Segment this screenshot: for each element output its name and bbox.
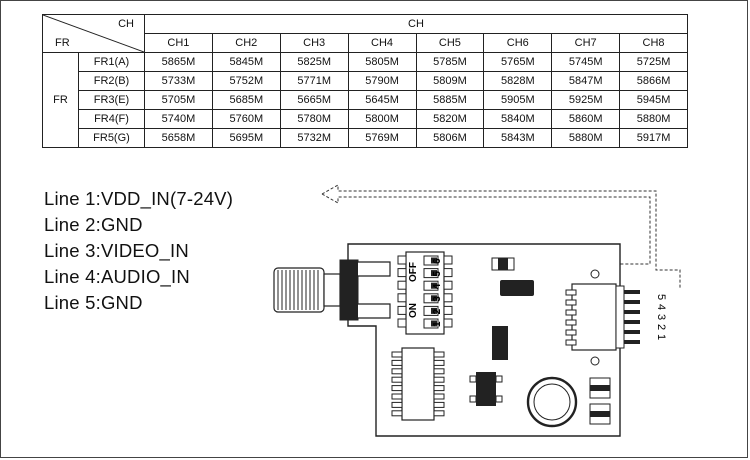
dip-number: 1 [432, 321, 443, 327]
line-2-label: Line 2:GND [44, 214, 143, 235]
channel-header-4: CH4 [347, 33, 417, 53]
frequency-cell: 5925M [551, 90, 621, 110]
frequency-cell: 5771M [279, 71, 349, 91]
frequency-cell: 5658M [144, 128, 213, 148]
mounting-hole-bottom [590, 356, 600, 366]
frequency-cell: 5805M [347, 52, 417, 72]
line-5-label: Line 5:GND [44, 292, 143, 313]
frequency-cell: 5880M [619, 109, 688, 129]
frequency-cell: 5880M [551, 128, 621, 148]
frequency-cell: 5820M [415, 109, 485, 129]
smd-diodes [589, 377, 611, 425]
band-label: FR4(F) [78, 109, 145, 129]
dip-number: 4 [432, 283, 443, 289]
dip-number: 5 [432, 271, 443, 277]
channel-header-2: CH2 [211, 33, 281, 53]
ic-chip [391, 347, 445, 421]
frequency-cell: 5685M [211, 90, 281, 110]
band-label: FR2(B) [78, 71, 145, 91]
antenna-connector [273, 259, 391, 321]
frequency-cell: 5780M [279, 109, 349, 129]
dip-number: 3 [432, 296, 443, 302]
frequency-cell: 5866M [619, 71, 688, 91]
frequency-cell: 5809M [415, 71, 485, 91]
channel-header-3: CH3 [279, 33, 349, 53]
frequency-cell: 5945M [619, 90, 688, 110]
frequency-cell: 5885M [415, 90, 485, 110]
frequency-cell: 5860M [551, 109, 621, 129]
dip-off-label: OFF [408, 262, 419, 282]
frequency-cell: 5790M [347, 71, 417, 91]
channel-header-6: CH6 [483, 33, 553, 53]
transistor [469, 372, 503, 406]
frequency-cell: 5785M [415, 52, 485, 72]
connector-pin-number: 2 [655, 324, 667, 330]
pin-header: 5 4 3 2 1 [565, 283, 667, 351]
frequency-cell: 5732M [279, 128, 349, 148]
frequency-cell: 5760M [211, 109, 281, 129]
frequency-cell: 5865M [144, 52, 213, 72]
channel-header-8: CH8 [619, 33, 688, 53]
frequency-cell: 5725M [619, 52, 688, 72]
fr-row-header: FR [42, 52, 79, 148]
frequency-cell: 5765M [483, 52, 553, 72]
frequency-cell: 5645M [347, 90, 417, 110]
frequency-cell: 5752M [211, 71, 281, 91]
connector-pin-number: 5 [655, 294, 667, 300]
dip-number: 2 [432, 308, 443, 314]
channel-header-5: CH5 [415, 33, 485, 53]
channel-header-7: CH7 [551, 33, 621, 53]
connector-knurl [277, 270, 319, 310]
mounting-hole-top [590, 269, 600, 279]
corner-diagonal [43, 15, 144, 52]
channel-header-1: CH1 [144, 33, 213, 53]
frequency-cell: 5665M [279, 90, 349, 110]
corner-ch-label: CH [118, 18, 134, 30]
frequency-cell: 5840M [483, 109, 553, 129]
frequency-cell: 5745M [551, 52, 621, 72]
frequency-cell: 5828M [483, 71, 553, 91]
line-3-label: Line 3:VIDEO_IN [44, 240, 189, 261]
crystal-oscillator [526, 376, 578, 428]
connector-pin-number: 3 [655, 314, 667, 320]
frequency-cell: 5917M [619, 128, 688, 148]
frequency-cell: 5847M [551, 71, 621, 91]
frequency-cell: 5740M [144, 109, 213, 129]
band-label: FR3(E) [78, 90, 145, 110]
frequency-cell: 5845M [211, 52, 281, 72]
connector-pin-number: 4 [655, 304, 667, 310]
line-1-label: Line 1:VDD_IN(7-24V) [44, 188, 234, 209]
line-legend: Line 1:VDD_IN(7-24V) Line 2:GND Line 3:V… [44, 186, 233, 316]
dip-on-label: ON [408, 303, 419, 318]
smd-capacitor [492, 326, 508, 360]
connector-pin-number: 1 [655, 334, 667, 340]
frequency-cell: 5733M [144, 71, 213, 91]
band-label: FR1(A) [78, 52, 145, 72]
frequency-cell: 5825M [279, 52, 349, 72]
frequency-cell: 5800M [347, 109, 417, 129]
smd-inductor [500, 280, 534, 296]
dip-switch: OFF ON 6 5 4 3 2 1 [397, 251, 453, 335]
band-label: FR5(G) [78, 128, 145, 148]
table-header-row: CH FR CH [42, 14, 688, 53]
dip-number: 6 [432, 258, 443, 264]
ch-group-header: CH [144, 14, 688, 34]
frequency-cell: 5695M [211, 128, 281, 148]
frequency-cell: 5705M [144, 90, 213, 110]
transmitter-board-diagram: OFF ON 6 5 4 3 2 1 5 4 3 2 1 [273, 184, 681, 437]
frequency-cell: 5843M [483, 128, 553, 148]
frequency-cell: 5769M [347, 128, 417, 148]
frequency-cell: 5806M [415, 128, 485, 148]
frequency-cell: 5905M [483, 90, 553, 110]
corner-fr-label: FR [55, 37, 70, 49]
line-4-label: Line 4:AUDIO_IN [44, 266, 190, 287]
corner-cell: CH FR [42, 14, 145, 53]
